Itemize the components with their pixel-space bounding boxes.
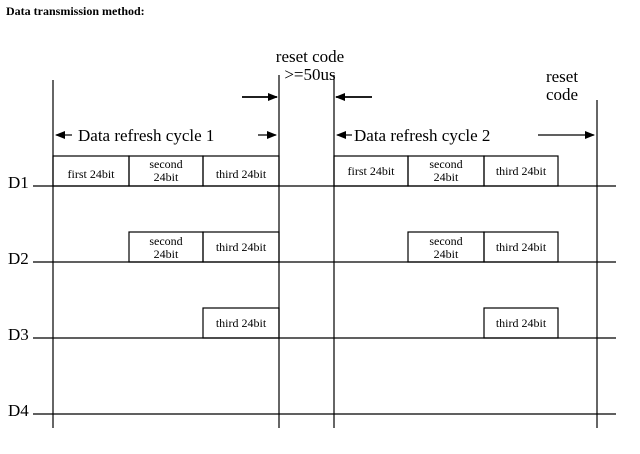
page-title: Data transmission method: xyxy=(6,4,145,18)
d3-c2-third-block xyxy=(483,307,559,339)
d1-c1-second-text: second xyxy=(149,157,182,171)
d2-c2-second-text: second xyxy=(429,234,462,248)
reset-code-right-label: reset xyxy=(546,67,578,86)
d1-c2-first-text: first 24bit xyxy=(348,164,396,178)
reset-code-duration: >=50us xyxy=(284,65,335,84)
d2-c2-third-text: third 24bit xyxy=(496,240,547,254)
d1-c1-third-block xyxy=(202,155,280,187)
d1-c2-third-text: third 24bit xyxy=(496,164,547,178)
channel-label-d4: D4 xyxy=(8,401,29,420)
channel-label-d3: D3 xyxy=(8,325,29,344)
d3-c1-third-block xyxy=(202,307,280,339)
reset-code-label: reset code xyxy=(276,47,344,66)
d2-c2-second-text-2: 24bit xyxy=(434,247,459,261)
d2-c1-second-text: second xyxy=(149,234,182,248)
d3-c1-third-text: third 24bit xyxy=(216,316,267,330)
d1-c2-second-text-2: 24bit xyxy=(434,170,459,184)
d1-c1-second-text-2: 24bit xyxy=(154,170,179,184)
d2-c1-third-block xyxy=(202,231,280,263)
d1-c2-third-block xyxy=(483,155,559,187)
cycle-1-label: Data refresh cycle 1 xyxy=(78,126,214,145)
d3-c2-third-text: third 24bit xyxy=(496,316,547,330)
d2-c2-third-block xyxy=(483,231,559,263)
d2-c1-third-text: third 24bit xyxy=(216,240,267,254)
d2-c1-second-text-2: 24bit xyxy=(154,247,179,261)
d1-c2-second-text: second xyxy=(429,157,462,171)
reset-code-right-label-2: code xyxy=(546,85,578,104)
channel-label-d2: D2 xyxy=(8,249,29,268)
channel-label-d1: D1 xyxy=(8,173,29,192)
d1-c1-third-text: third 24bit xyxy=(216,167,267,181)
cycle-2-label: Data refresh cycle 2 xyxy=(354,126,490,145)
d1-c1-first-text: first 24bit xyxy=(68,167,116,181)
